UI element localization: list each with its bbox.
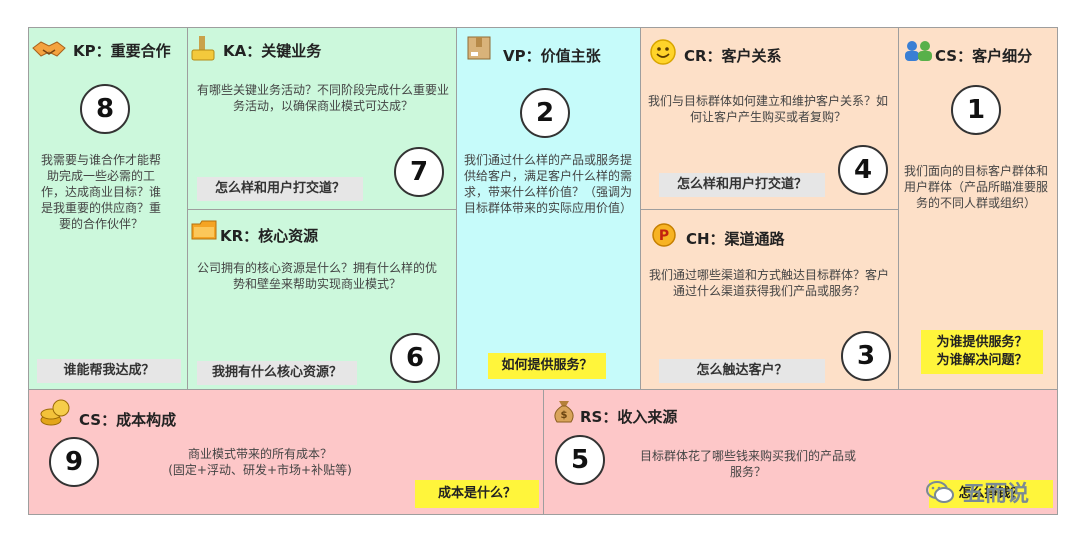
ch-title: CH：渠道通路 (686, 230, 785, 248)
smiley-icon (650, 39, 676, 65)
coins-icon (40, 399, 70, 426)
cs-question-box: 为谁提供服务？ 为谁解决问题？ (921, 330, 1043, 374)
vp-question-box: 如何提供服务？ (488, 353, 606, 379)
ch-number-circle: 3 (841, 331, 891, 381)
cs-number-circle: 1 (951, 85, 1001, 135)
kr-number-circle: 6 (390, 333, 440, 383)
watermark-text: 五而说 (963, 482, 1030, 507)
cost-number-circle: 9 (49, 437, 99, 487)
ch-question-box: 怎么触达客户？ (659, 359, 825, 383)
money-bag-icon: $ (554, 401, 574, 423)
kp-number-circle: 8 (80, 84, 130, 134)
cs-title: CS：客户细分 (935, 47, 1033, 65)
vp-title: VP：价值主张 (503, 47, 601, 65)
handshake-icon (32, 41, 66, 57)
ka-question-box: 怎么样和用户打交道？ (197, 177, 363, 201)
cr-description: 我们与目标群体如何建立和维护客户关系？如何让客户产生购买或者复购？ (648, 94, 889, 124)
people-icon (905, 41, 932, 61)
kp-title: KP：重要合作 (73, 42, 171, 60)
cost-cell (28, 389, 544, 515)
kr-description: 公司拥有的核心资源是什么？拥有什么样的优势和壁垒来帮助实现商业模式？ (196, 261, 437, 291)
rs-title: RS：收入来源 (580, 408, 678, 426)
kp-question-box: 谁能帮我达成？ (37, 359, 181, 383)
worker-icon (191, 36, 215, 61)
ch-description: 我们通过哪些渠道和方式触达目标群体？客户通过什么渠道获得我们产品或服务？ (648, 268, 889, 298)
svg-text:P: P (659, 228, 669, 244)
kr-title: KR：核心资源 (220, 227, 319, 245)
cs-description: 我们面向的目标客户群体和用户群体（产品所瞄准要服务的不同人群或组织） (903, 164, 1048, 210)
rs-number-circle: 5 (555, 435, 605, 485)
cs-question-line2: 为谁解决问题？ (936, 353, 1028, 368)
ka-title: KA：关键业务 (223, 42, 322, 60)
folder-icon (191, 220, 217, 240)
cost-title: CS：成本构成 (79, 411, 177, 429)
rs-question-box: 怎么挣钱？ (929, 480, 1053, 508)
vp-description: 我们通过什么样的产品或服务提供给客户，满足客户什么样的需求，带来什么样价值？（强… (464, 153, 633, 215)
kp-description: 我需要与谁合作才能帮助完成一些必需的工作，达成商业目标？谁是我重要的供应商？重要… (40, 153, 161, 231)
svg-text:$: $ (561, 410, 568, 421)
rs-description-line1: 目标群体花了哪些钱来购买我们的产品或 (639, 449, 856, 463)
cs-question-line1: 为谁提供服务？ (936, 335, 1028, 350)
channel-icon: P (652, 223, 676, 247)
box-icon (467, 36, 491, 60)
cost-description-line1: 商业模式带来的所有成本？ (187, 447, 332, 461)
cost-question-box: 成本是什么？ (415, 480, 539, 508)
cr-number-circle: 4 (838, 145, 888, 195)
rs-description-line2: 服务？ (729, 465, 766, 479)
cr-question-box: 怎么样和用户打交道？ (659, 173, 825, 197)
cost-description-line2: (固定+浮动、研发+市场+补贴等) (168, 463, 352, 477)
wechat-icon (926, 481, 954, 503)
vp-number-circle: 2 (520, 88, 570, 138)
ka-description: 有哪些关键业务活动？不同阶段完成什么重要业务活动，以确保商业模式可达成？ (196, 83, 449, 113)
cr-title: CR：客户关系 (684, 47, 782, 65)
vp-cell (456, 27, 641, 390)
ka-number-circle: 7 (394, 147, 444, 197)
kr-question-box: 我拥有什么核心资源？ (197, 361, 357, 385)
watermark: 五而说 (925, 476, 1029, 508)
